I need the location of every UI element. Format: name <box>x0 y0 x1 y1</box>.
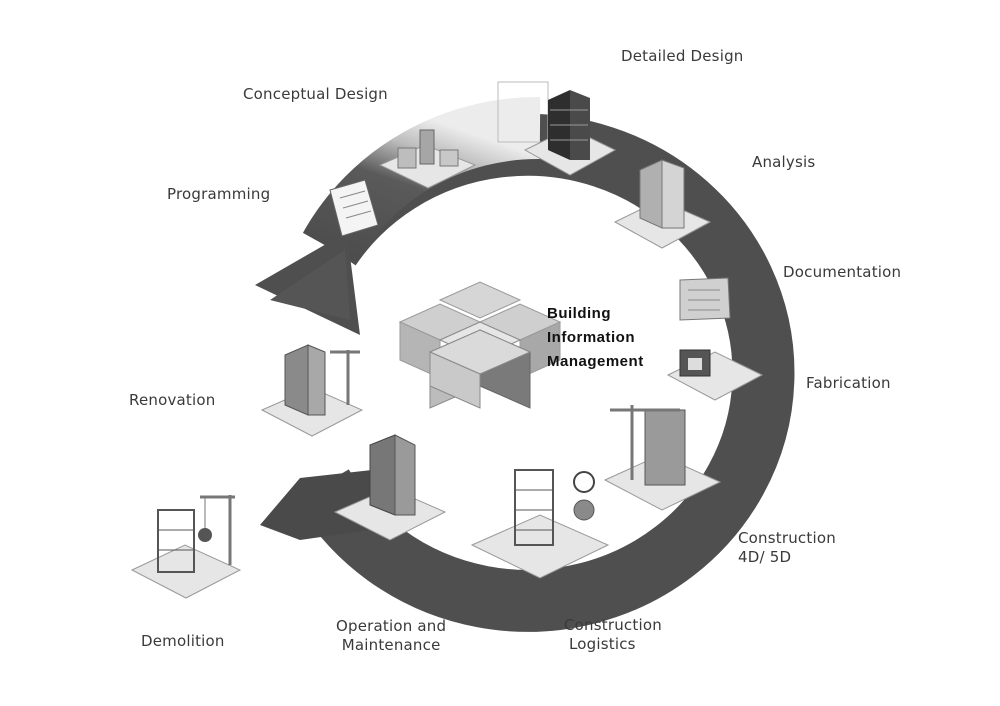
label-construction-4d5d: Construction 4D/ 5D <box>738 529 836 567</box>
label-programming: Programming <box>167 185 271 203</box>
bim-title: Building Information Management <box>547 302 644 374</box>
tile-operation-maintenance <box>333 434 447 541</box>
label-conceptual-design: Conceptual Design <box>243 85 388 103</box>
label-operation-maintenance-line2: Maintenance <box>341 636 441 654</box>
label-detailed-design: Detailed Design <box>621 47 744 65</box>
label-construction-logistics-line1: Construction <box>564 616 662 634</box>
label-operation-maintenance-line1: Operation and <box>336 617 447 635</box>
label-construction-logistics-line2: Logistics <box>569 635 636 653</box>
tile-analysis <box>613 159 712 249</box>
label-renovation: Renovation <box>129 391 216 409</box>
bim-title-line2: Information <box>547 329 635 346</box>
tile-construction-logistics <box>470 469 610 579</box>
label-analysis: Analysis <box>752 153 816 171</box>
tile-detailed-design <box>497 81 617 176</box>
tile-programming <box>329 179 379 237</box>
bim-cube-icon <box>398 281 562 409</box>
tile-demolition <box>130 495 242 599</box>
label-construction-4d5d-line2: 4D/ 5D <box>738 548 792 566</box>
dollar-coin-icon <box>573 499 595 521</box>
label-demolition: Demolition <box>141 632 225 650</box>
demolition-branch-arrow <box>260 470 372 540</box>
tile-fabrication <box>666 349 764 401</box>
label-fabrication: Fabrication <box>806 374 891 392</box>
label-construction-logistics: Construction Logistics <box>564 616 662 654</box>
label-operation-maintenance: Operation and Maintenance <box>336 617 446 655</box>
stopwatch-icon <box>573 471 595 493</box>
tile-renovation <box>260 344 364 437</box>
label-documentation: Documentation <box>783 263 902 281</box>
tile-conceptual-design <box>378 129 477 189</box>
bim-title-line1: Building <box>547 305 611 322</box>
wrecking-ball-icon <box>198 528 212 542</box>
bim-title-line3: Management <box>547 353 644 370</box>
label-construction-4d5d-line1: Construction <box>738 529 836 547</box>
tile-documentation <box>679 277 731 321</box>
tile-construction-4d5d <box>603 405 722 511</box>
